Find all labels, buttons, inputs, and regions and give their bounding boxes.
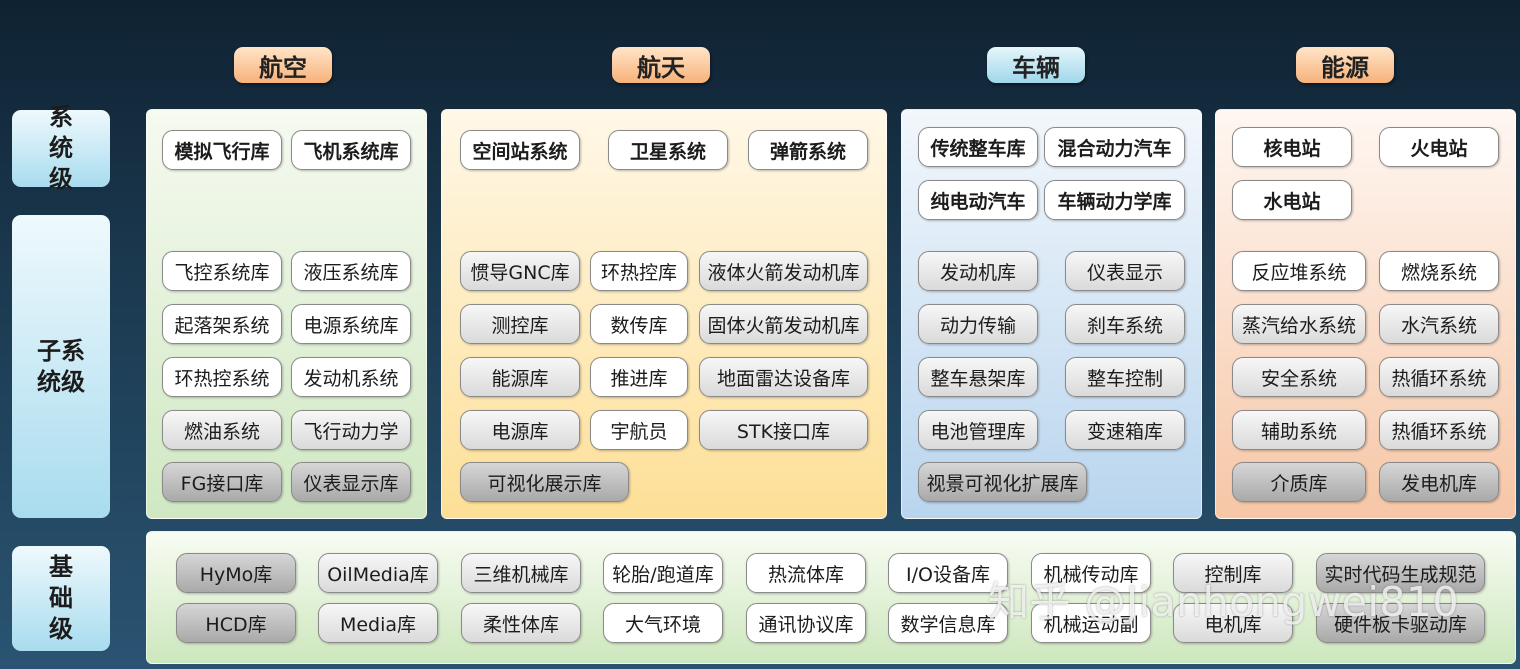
module-box: I/O设备库 bbox=[888, 553, 1008, 593]
module-box: STK接口库 bbox=[699, 410, 868, 450]
module-box: 地面雷达设备库 bbox=[699, 357, 868, 397]
module-box: 热循环系统 bbox=[1379, 357, 1499, 397]
module-box: 控制库 bbox=[1173, 553, 1293, 593]
module-box: 飞行动力学 bbox=[291, 410, 411, 450]
module-box: 发电机库 bbox=[1379, 462, 1499, 502]
module-box: 火电站 bbox=[1379, 127, 1499, 167]
module-box: 整车控制 bbox=[1065, 357, 1185, 397]
module-box: 刹车系统 bbox=[1065, 304, 1185, 344]
module-box: 可视化展示库 bbox=[460, 462, 629, 502]
category-vehicle: 车辆 bbox=[987, 47, 1085, 83]
module-box: 车辆动力学库 bbox=[1044, 180, 1185, 220]
module-box: 辅助系统 bbox=[1232, 410, 1366, 450]
module-box: 飞机系统库 bbox=[291, 130, 411, 170]
module-box: 水汽系统 bbox=[1379, 304, 1499, 344]
module-box: HCD库 bbox=[176, 603, 296, 643]
module-box: 硬件板卡驱动库 bbox=[1316, 603, 1485, 643]
watermark: 知乎 @Jianhongwei810 bbox=[988, 578, 1460, 626]
module-box: 传统整车库 bbox=[918, 127, 1038, 167]
level-base: 基础级 bbox=[12, 546, 110, 651]
module-box: 机械传动库 bbox=[1031, 553, 1151, 593]
module-box: OilMedia库 bbox=[318, 553, 438, 593]
category-aerospace: 航天 bbox=[612, 47, 710, 83]
module-box: 热循环系统 bbox=[1379, 410, 1499, 450]
module-box: 视景可视化扩展库 bbox=[918, 462, 1087, 502]
module-box: 实时代码生成规范 bbox=[1316, 553, 1485, 593]
module-box: 电源系统库 bbox=[291, 304, 411, 344]
module-box: 动力传输 bbox=[918, 304, 1038, 344]
module-box: 数学信息库 bbox=[888, 603, 1008, 643]
module-box: 混合动力汽车 bbox=[1044, 127, 1185, 167]
module-box: 环热控系统 bbox=[162, 357, 282, 397]
module-box: 变速箱库 bbox=[1065, 410, 1185, 450]
module-box: 液压系统库 bbox=[291, 251, 411, 291]
module-box: 蒸汽给水系统 bbox=[1232, 304, 1366, 344]
module-box: FG接口库 bbox=[162, 462, 282, 502]
module-box: 空间站系统 bbox=[460, 130, 580, 170]
module-box: 整车悬架库 bbox=[918, 357, 1038, 397]
module-box: 数传库 bbox=[590, 304, 688, 344]
module-box: 发动机系统 bbox=[291, 357, 411, 397]
module-box: 弹箭系统 bbox=[748, 130, 868, 170]
module-box: 电源库 bbox=[460, 410, 580, 450]
module-box: 推进库 bbox=[590, 357, 688, 397]
module-box: 卫星系统 bbox=[608, 130, 728, 170]
module-box: 发动机库 bbox=[918, 251, 1038, 291]
module-box: 燃烧系统 bbox=[1379, 251, 1499, 291]
module-box: 反应堆系统 bbox=[1232, 251, 1366, 291]
module-box: 水电站 bbox=[1232, 180, 1352, 220]
module-box: 纯电动汽车 bbox=[918, 180, 1038, 220]
module-box: 环热控库 bbox=[590, 251, 688, 291]
module-box: 热流体库 bbox=[746, 553, 866, 593]
level-system: 系统级 bbox=[12, 103, 110, 193]
module-box: 测控库 bbox=[460, 304, 580, 344]
module-box: 宇航员 bbox=[590, 410, 688, 450]
category-energy: 能源 bbox=[1296, 47, 1394, 83]
module-box: 通讯协议库 bbox=[746, 603, 866, 643]
module-box: 大气环境 bbox=[603, 603, 723, 643]
module-box: 电机库 bbox=[1173, 603, 1293, 643]
module-box: 惯导GNC库 bbox=[460, 251, 580, 291]
module-box: 固体火箭发动机库 bbox=[699, 304, 868, 344]
level-subsystem: 子系统级 bbox=[12, 215, 110, 518]
module-box: 三维机械库 bbox=[461, 553, 581, 593]
module-box: 起落架系统 bbox=[162, 304, 282, 344]
module-box: 柔性体库 bbox=[461, 603, 581, 643]
module-box: 飞控系统库 bbox=[162, 251, 282, 291]
module-box: 轮胎/跑道库 bbox=[603, 553, 723, 593]
module-box: 燃油系统 bbox=[162, 410, 282, 450]
module-box: 核电站 bbox=[1232, 127, 1352, 167]
module-box: 电池管理库 bbox=[918, 410, 1038, 450]
module-box: 仪表显示 bbox=[1065, 251, 1185, 291]
module-box: 液体火箭发动机库 bbox=[699, 251, 868, 291]
module-box: 机械运动副 bbox=[1031, 603, 1151, 643]
module-box: 能源库 bbox=[460, 357, 580, 397]
module-box: 仪表显示库 bbox=[291, 462, 411, 502]
module-box: 安全系统 bbox=[1232, 357, 1366, 397]
module-box: HyMo库 bbox=[176, 553, 296, 593]
module-box: 模拟飞行库 bbox=[162, 130, 282, 170]
module-box: 介质库 bbox=[1232, 462, 1366, 502]
module-box: Media库 bbox=[318, 603, 438, 643]
category-aviation: 航空 bbox=[234, 47, 332, 83]
